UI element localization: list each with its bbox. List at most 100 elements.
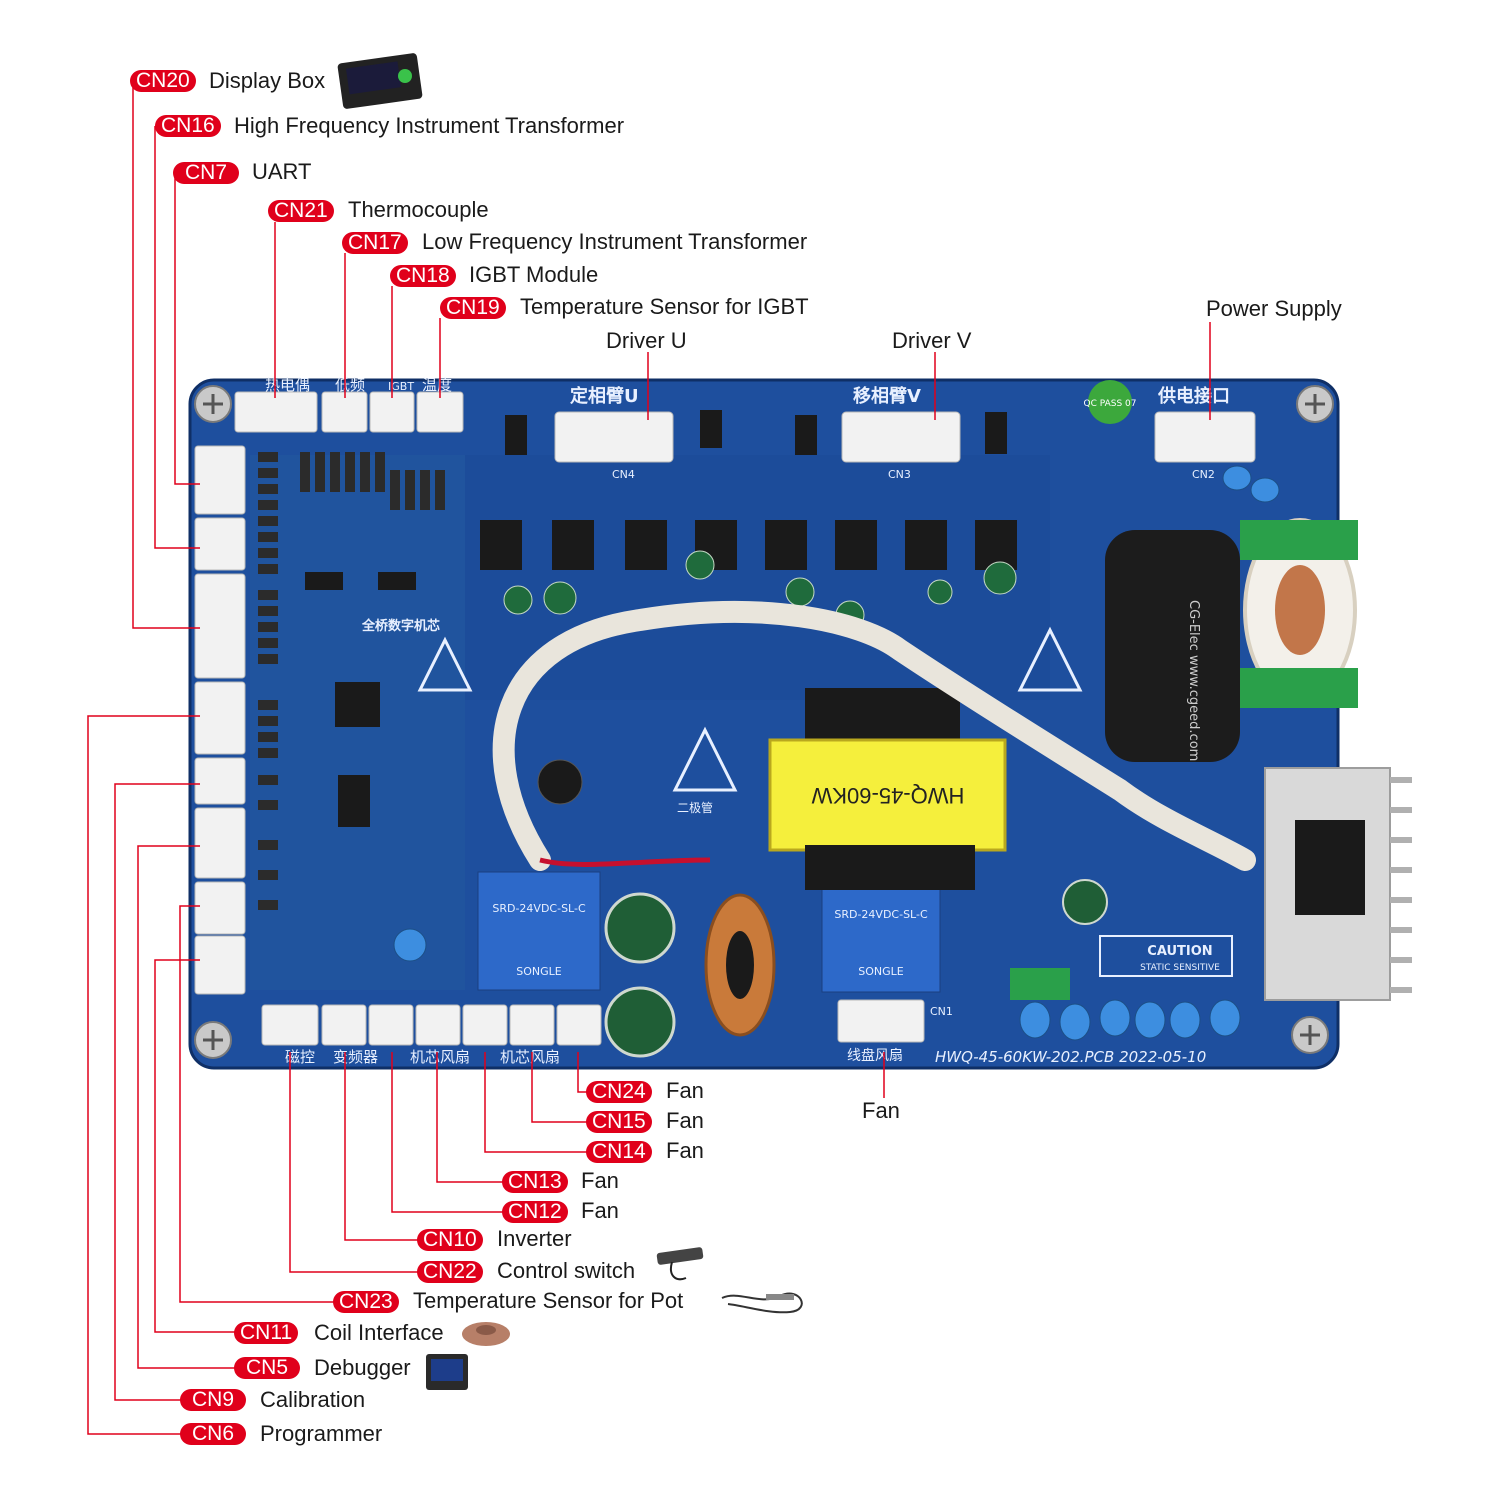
- badge-cn21: CN21: [268, 200, 334, 222]
- label-control-switch: Control switch: [497, 1258, 636, 1283]
- svg-text:SONGLE: SONGLE: [516, 965, 562, 978]
- label-lf-transformer: Low Frequency Instrument Transformer: [422, 229, 808, 254]
- svg-text:SONGLE: SONGLE: [858, 965, 904, 978]
- heatsink: [1264, 767, 1412, 1001]
- label-coil-interface: Coil Interface: [314, 1320, 444, 1345]
- badge-cn20: CN20: [130, 70, 196, 92]
- svg-text:CG-Elec www.cgeed.com: CG-Elec www.cgeed.com: [1186, 600, 1201, 761]
- silk-temp: 温度: [422, 376, 452, 394]
- label-temp-sensor-igbt: Temperature Sensor for IGBT: [520, 294, 809, 319]
- bottom-connectors: [261, 999, 925, 1046]
- badge-cn6: CN6: [180, 1423, 247, 1445]
- top-left-connectors: [234, 391, 464, 433]
- label-temp-sensor-pot: Temperature Sensor for Pot: [413, 1288, 684, 1313]
- label-fan-cn24: Fan: [666, 1078, 704, 1103]
- label-fan-cn14: Fan: [666, 1138, 704, 1163]
- silk-cn4: CN4: [612, 468, 635, 481]
- choke: CG-Elec www.cgeed.com: [1105, 518, 1357, 762]
- label-calibration: Calibration: [260, 1387, 366, 1412]
- driver-connectors: [554, 411, 1256, 463]
- badge-cn12: CN12: [502, 1201, 568, 1223]
- svg-text:HWQ-45-60KW: HWQ-45-60KW: [811, 783, 964, 808]
- smd-resistors: [258, 452, 445, 910]
- transformer: HWQ-45-60KW: [768, 688, 1007, 890]
- display-box-icon: [337, 53, 423, 109]
- badge-cn16: CN16: [155, 115, 221, 137]
- label-inverter: Inverter: [497, 1226, 572, 1251]
- label-fan-cn1: Fan: [862, 1098, 900, 1123]
- leader-lines: [87, 81, 1211, 1435]
- svg-text:QC PASS 07: QC PASS 07: [1084, 399, 1137, 409]
- capacitors: [503, 550, 1108, 1058]
- svg-text:CAUTION: CAUTION: [1147, 944, 1212, 959]
- silk-igbt: IGBT: [388, 380, 414, 393]
- silk-driver-u: 定相臂U: [570, 385, 639, 407]
- label-fan-cn13: Fan: [581, 1168, 619, 1193]
- toroid-inductor: [704, 893, 776, 1037]
- badge-cn17: CN17: [342, 232, 408, 254]
- silk-model: HWQ-45-60KW-202.PCB 2022-05-10: [935, 1048, 1206, 1066]
- silk-cn2: CN2: [1192, 468, 1215, 481]
- terminal-blocks: [1010, 520, 1358, 1000]
- coil-wire: [492, 600, 1256, 871]
- badge-cn23: CN23: [333, 1291, 399, 1313]
- label-power-supply: Power Supply: [1206, 296, 1342, 321]
- pcb-board: SONGLE SRD-24VDC-SL-C SONGLE SRD-24VDC-S…: [188, 376, 1412, 1070]
- control-switch-icon: [656, 1247, 704, 1281]
- screw-icon: [1291, 1016, 1329, 1054]
- badge-cn24: CN24: [586, 1081, 652, 1103]
- silk-coil-fan: 线盘风扇: [847, 1047, 903, 1064]
- components: [305, 410, 1017, 827]
- screw-icon: [194, 1021, 232, 1059]
- badge-cn10: CN10: [417, 1229, 483, 1251]
- left-edge-connectors: [194, 445, 246, 995]
- silk-core-fan-1: 机芯风扇: [410, 1048, 470, 1066]
- label-display-box: Display Box: [209, 68, 326, 93]
- label-debugger: Debugger: [314, 1355, 411, 1380]
- temperature-probe-icon: [721, 1292, 803, 1314]
- coil-interface-icon: [462, 1322, 510, 1346]
- badge-cn14: CN14: [586, 1141, 652, 1163]
- red-wire: [539, 857, 711, 867]
- badge-cn7: CN7: [173, 162, 240, 184]
- silk-power: 供电接口: [1157, 385, 1230, 407]
- silk-magnetron: 磁控: [285, 1048, 315, 1066]
- label-hf-transformer: High Frequency Instrument Transformer: [234, 113, 625, 138]
- svg-text:SRD-24VDC-SL-C: SRD-24VDC-SL-C: [492, 902, 586, 915]
- relay-right: SONGLE SRD-24VDC-SL-C: [821, 879, 941, 993]
- label-uart: UART: [252, 159, 312, 184]
- silk-thermocouple: 热电偶: [265, 376, 310, 394]
- silk-driver-v: 移相臂V: [853, 385, 921, 407]
- label-fan-cn15: Fan: [666, 1108, 704, 1133]
- screw-icon: [1296, 385, 1334, 423]
- svg-text:SRD-24VDC-SL-C: SRD-24VDC-SL-C: [834, 908, 928, 921]
- relay-left: SONGLE SRD-24VDC-SL-C: [477, 871, 601, 991]
- svg-text:STATIC SENSITIVE: STATIC SENSITIVE: [1140, 963, 1220, 973]
- label-igbt-module: IGBT Module: [469, 262, 599, 287]
- silk-core-fan-2: 机芯风扇: [500, 1048, 560, 1066]
- qc-pass-sticker: QC PASS 07: [1084, 380, 1137, 424]
- silk-chip: 全桥数字机芯: [361, 618, 440, 634]
- silk-cn3: CN3: [888, 468, 911, 481]
- badge-cn19: CN19: [440, 297, 506, 319]
- screw-icon: [194, 385, 232, 423]
- badge-cn22: CN22: [417, 1261, 483, 1283]
- label-fan-cn12: Fan: [581, 1198, 619, 1223]
- esd-warning-icon: [417, 626, 1083, 792]
- label-driver-v: Driver V: [892, 328, 972, 353]
- badge-cn9: CN9: [180, 1389, 247, 1411]
- badge-cn5: CN5: [234, 1357, 301, 1379]
- badge-cn18: CN18: [390, 265, 456, 287]
- label-driver-u: Driver U: [606, 328, 687, 353]
- silk-inverter: 变频器: [333, 1048, 378, 1066]
- caution-box: CAUTION STATIC SENSITIVE: [1099, 935, 1233, 977]
- silk-diode: 二极管: [677, 800, 713, 815]
- debugger-icon: [426, 1354, 468, 1390]
- power-resistors: [393, 465, 1280, 1041]
- label-thermocouple: Thermocouple: [348, 197, 489, 222]
- badge-cn11: CN11: [234, 1322, 299, 1344]
- badge-cn13: CN13: [502, 1171, 568, 1193]
- silk-low-freq: 低频: [335, 376, 365, 394]
- label-programmer: Programmer: [260, 1421, 383, 1446]
